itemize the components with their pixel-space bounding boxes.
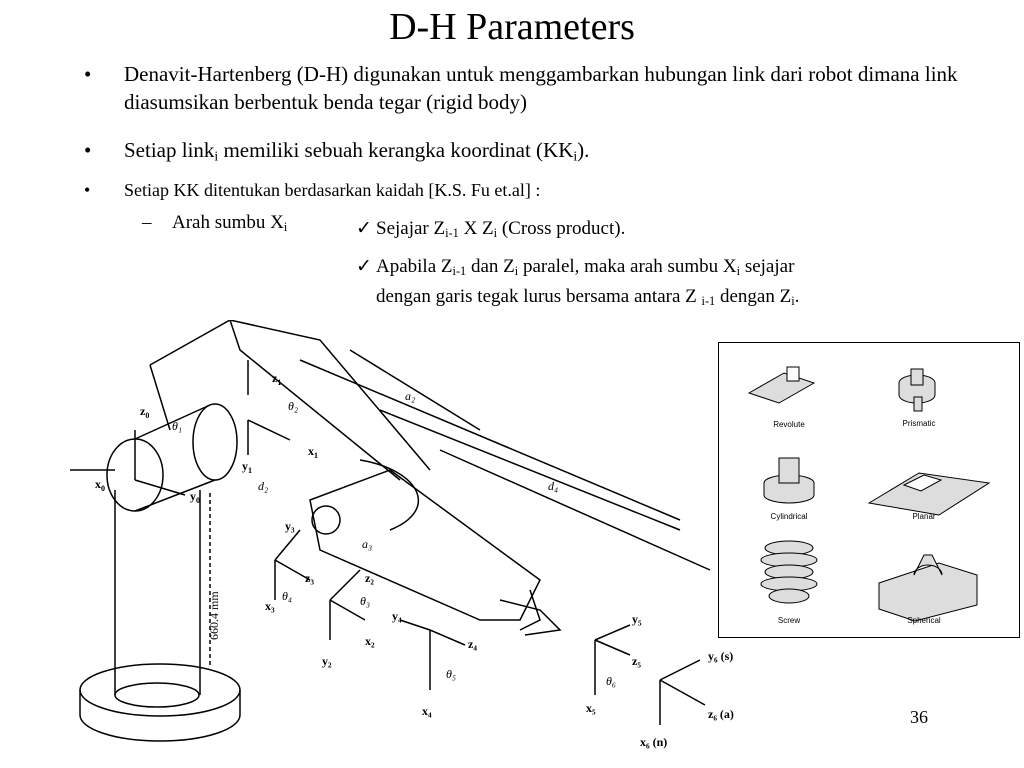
label-a3: a₃ bbox=[362, 537, 372, 551]
joint-types-drawings bbox=[747, 366, 991, 622]
page-number: 36 bbox=[910, 707, 928, 727]
base-plate bbox=[79, 663, 241, 717]
bullet-3-text: Setiap KK ditentukan berdasarkan kaidah … bbox=[124, 180, 541, 200]
label-y6: y₆ (s) bbox=[708, 649, 733, 663]
sub-bullet-text: Arah sumbu Xi bbox=[172, 212, 288, 235]
label-y3: y₃ bbox=[285, 519, 295, 533]
label-x4: x₄ bbox=[422, 704, 432, 718]
label-x0: x0 bbox=[95, 477, 105, 493]
label-z2: z₂ bbox=[365, 571, 374, 585]
joint-label-cylindrical: Cylindrical bbox=[770, 512, 808, 521]
label-x2: x₂ bbox=[365, 634, 375, 648]
label-theta5: θ₅ bbox=[446, 667, 456, 681]
check-item-2-text: Apabila Zi-1 dan Zi paralel, maka arah s… bbox=[376, 256, 795, 279]
label-y5: y₅ bbox=[632, 612, 642, 626]
label-a2: a₂ bbox=[405, 389, 415, 403]
label-theta2: θ₂ bbox=[288, 399, 298, 413]
label-x6: x₆ (n) bbox=[640, 735, 667, 749]
label-y1: y1 bbox=[242, 459, 252, 475]
label-z3: z₃ bbox=[305, 571, 314, 585]
label-height: 660.4 mm bbox=[207, 591, 221, 640]
bullet-1-text: Denavit-Hartenberg (D-H) digunakan untuk… bbox=[124, 62, 958, 114]
label-y4: y₄ bbox=[392, 609, 402, 623]
label-y0: y0 bbox=[190, 489, 200, 505]
label-theta6: θ₆ bbox=[606, 674, 616, 688]
bullet-2-text: Setiap linki memiliki sebuah kerangka ko… bbox=[124, 138, 590, 164]
label-d4: d₄ bbox=[548, 479, 558, 493]
label-theta1: θ₁ bbox=[172, 419, 182, 433]
prismatic-joint-icon bbox=[898, 374, 936, 404]
joint-label-prismatic: Prismatic bbox=[902, 419, 936, 428]
spherical-joint-icon bbox=[878, 562, 978, 622]
label-theta3: θ₃ bbox=[360, 594, 370, 608]
check-item-1-text: Sejajar Zi-1 X Zi (Cross product). bbox=[376, 218, 626, 241]
label-z1: z1 bbox=[272, 371, 281, 387]
cylindrical-joint-icon bbox=[763, 474, 815, 504]
planar-joint-icon bbox=[867, 472, 991, 516]
slide-title: D-H Parameters bbox=[389, 6, 635, 48]
label-z0: z0 bbox=[140, 404, 149, 420]
joint-types-panel: Revolute Prismatic Cylindrical Planar Sc… bbox=[718, 342, 1020, 638]
joint-label-spherical: Spherical bbox=[907, 616, 941, 625]
label-x3: x₃ bbox=[265, 599, 275, 613]
check-item-3-text: dengan garis tegak lurus bersama antara … bbox=[376, 286, 800, 309]
joint-label-revolute: Revolute bbox=[773, 420, 805, 429]
checkmark-icon: ✓ bbox=[356, 218, 372, 239]
bullet-dot: • bbox=[84, 138, 92, 162]
bullet-dot: • bbox=[84, 180, 91, 200]
checkmark-icon: ✓ bbox=[356, 256, 372, 277]
revolute-joint-icon bbox=[747, 372, 816, 404]
sub-bullet-dash: – bbox=[142, 212, 152, 233]
joint-label-screw: Screw bbox=[777, 616, 801, 625]
joint-label-planar: Planar bbox=[912, 512, 936, 521]
label-x5: x₅ bbox=[586, 701, 596, 715]
label-x1: x1 bbox=[308, 444, 318, 460]
bullet-dot: • bbox=[84, 62, 92, 86]
screw-joint-icon bbox=[760, 540, 818, 604]
label-theta4: θ₄ bbox=[282, 589, 292, 603]
label-y2: y₂ bbox=[322, 654, 332, 668]
label-z6: z₆ (a) bbox=[708, 707, 734, 721]
label-z5: z₅ bbox=[632, 654, 641, 668]
label-z4: z₄ bbox=[468, 637, 477, 651]
robot-arm-diagram: z0 x0 y0 z1 x1 y1 θ₁ θ₂ a₂ d₂ d₄ a₃ 660.… bbox=[70, 320, 734, 749]
label-d2: d₂ bbox=[258, 479, 268, 493]
